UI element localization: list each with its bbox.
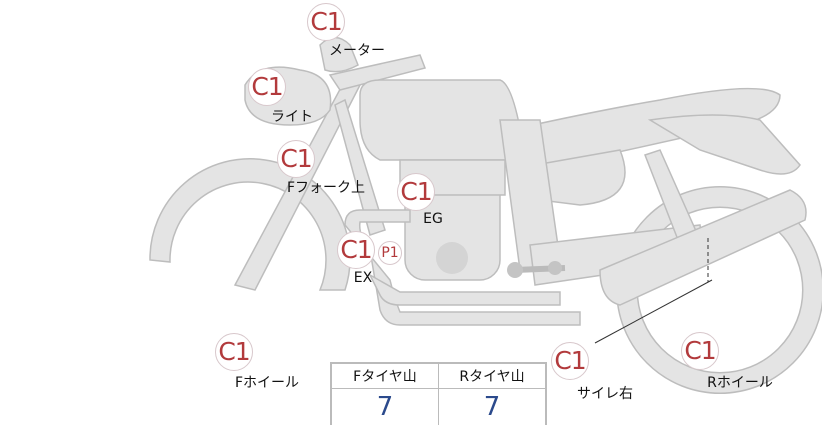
part-label-rear-wheel: Rホイール xyxy=(707,375,773,391)
grade-marker-front-wheel[interactable]: C1 xyxy=(215,333,253,371)
part-label-engine: EG xyxy=(423,211,443,227)
grade-marker-light[interactable]: C1 xyxy=(248,68,286,106)
side-cover xyxy=(534,149,626,206)
extra-marker-exhaust[interactable]: P1 xyxy=(378,241,402,265)
front-tire-value: 7 xyxy=(330,388,439,425)
muffler xyxy=(599,189,807,306)
part-label-front-fork: Fフォーク上 xyxy=(286,180,366,196)
rear-tire-header: Rタイヤ山 xyxy=(438,362,547,389)
rear-fender xyxy=(647,114,801,175)
leader-line xyxy=(594,279,713,344)
grade-marker-exhaust[interactable]: C1 xyxy=(337,231,375,269)
part-label-muffler-right: サイレ右 xyxy=(577,386,633,402)
part-label-light: ライト xyxy=(271,109,313,125)
part-label-exhaust: EX xyxy=(353,270,373,286)
grade-marker-engine[interactable]: C1 xyxy=(397,173,435,211)
grade-marker-front-fork[interactable]: C1 xyxy=(277,140,315,178)
grade-marker-muffler-right[interactable]: C1 xyxy=(551,342,589,380)
fuel-tank xyxy=(359,79,526,161)
front-tire-header: Fタイヤ山 xyxy=(330,362,439,389)
part-label-front-wheel: Fホイール xyxy=(234,375,300,391)
handlebar xyxy=(328,54,427,91)
part-label-meter: メーター xyxy=(329,43,385,59)
grade-marker-rear-wheel[interactable]: C1 xyxy=(681,332,719,370)
grade-marker-meter[interactable]: C1 xyxy=(307,3,345,41)
rear-tire-value: 7 xyxy=(438,388,547,425)
